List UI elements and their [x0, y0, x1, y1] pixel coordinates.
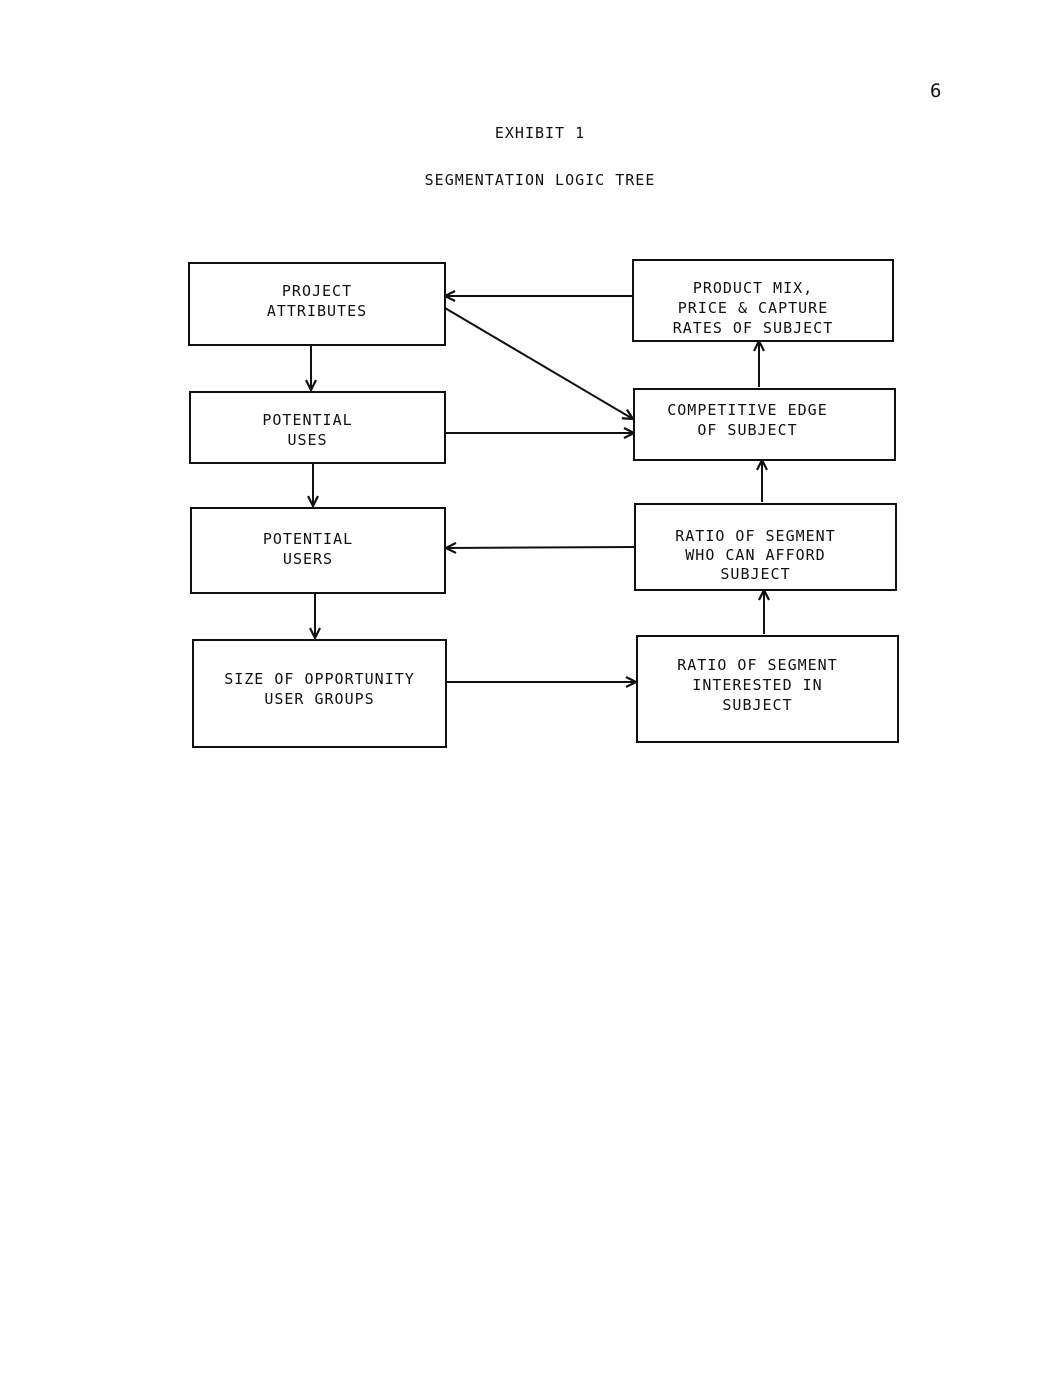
node-product-mix: PRODUCT MIX, PRICE & CAPTURE RATES OF SU…	[632, 259, 894, 342]
node-label: RATIO OF SEGMENT WHO CAN AFFORD SUBJECT	[675, 527, 836, 583]
node-label: PRODUCT MIX, PRICE & CAPTURE RATES OF SU…	[672, 279, 834, 337]
node-label: POTENTIAL USERS	[262, 530, 354, 568]
node-project-attributes: PROJECT ATTRIBUTES	[188, 262, 446, 346]
edge-project-attributes-to-competitive-edge	[444, 307, 633, 419]
exhibit-label: EXHIBIT 1	[494, 124, 586, 142]
node-size-of-opportunity: SIZE OF OPPORTUNITY USER GROUPS	[192, 639, 447, 748]
node-potential-uses: POTENTIAL USES	[189, 391, 446, 464]
node-label: RATIO OF SEGMENT INTERESTED IN SUBJECT	[677, 656, 838, 714]
node-potential-users: POTENTIAL USERS	[190, 507, 446, 594]
node-label: SIZE OF OPPORTUNITY USER GROUPS	[224, 670, 415, 708]
node-competitive-edge: COMPETITIVE EDGE OF SUBJECT	[633, 388, 896, 461]
node-ratio-interested: RATIO OF SEGMENT INTERESTED IN SUBJECT	[636, 635, 899, 743]
diagram-title: SEGMENTATION LOGIC TREE	[424, 171, 656, 189]
node-label: POTENTIAL USES	[262, 411, 353, 449]
page-number: 6	[930, 80, 942, 102]
node-label: PROJECT ATTRIBUTES	[266, 282, 368, 320]
node-label: COMPETITIVE EDGE OF SUBJECT	[667, 401, 828, 439]
edge-ratio-afford-to-potential-users	[446, 547, 635, 548]
node-ratio-afford: RATIO OF SEGMENT WHO CAN AFFORD SUBJECT	[634, 503, 897, 591]
